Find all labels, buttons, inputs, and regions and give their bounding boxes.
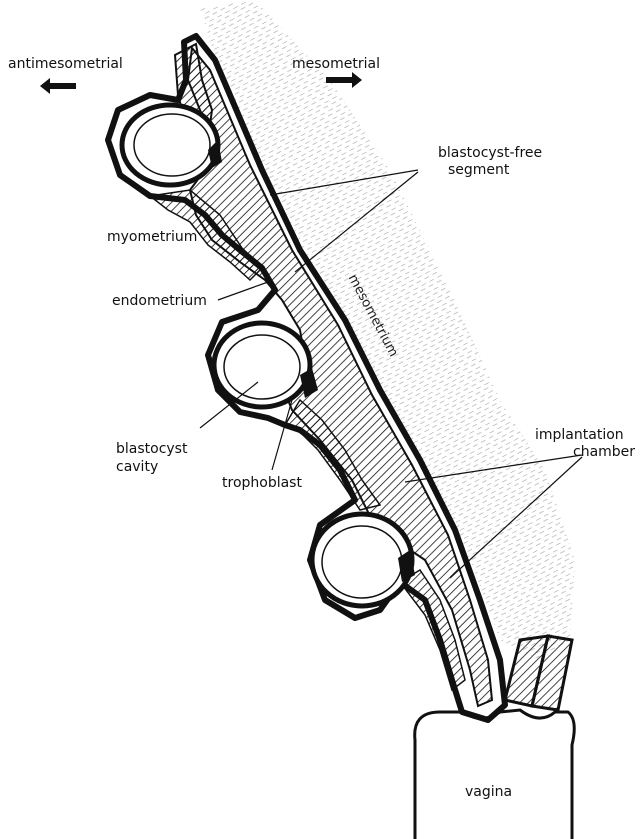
blastocyst-cavity-label-line1: blastocyst <box>116 441 187 457</box>
antimesometrial-label: antimesometrial <box>8 56 123 72</box>
trophoblast-label: trophoblast <box>222 475 302 491</box>
blastocyst-cavity-label-line2: cavity <box>116 459 158 475</box>
arrow-left-icon <box>40 78 76 94</box>
implantation-chamber-label-line2: chamber <box>573 444 635 460</box>
blastocyst-3 <box>312 514 412 606</box>
myometrium-label: myometrium <box>107 229 197 245</box>
blastocyst-free-segment-label-line2: segment <box>448 162 509 178</box>
vagina-outline <box>415 710 575 839</box>
blastocyst-1 <box>122 105 218 185</box>
implantation-chamber-label-line1: implantation <box>535 427 624 443</box>
vagina-label: vagina <box>465 784 512 800</box>
endometrium-label: endometrium <box>112 293 207 309</box>
mesometrial-label: mesometrial <box>292 56 380 72</box>
blastocyst-2 <box>214 323 310 407</box>
blastocyst-free-segment-label-line1: blastocyst-free <box>438 145 542 161</box>
leader-endometrium <box>218 282 268 300</box>
